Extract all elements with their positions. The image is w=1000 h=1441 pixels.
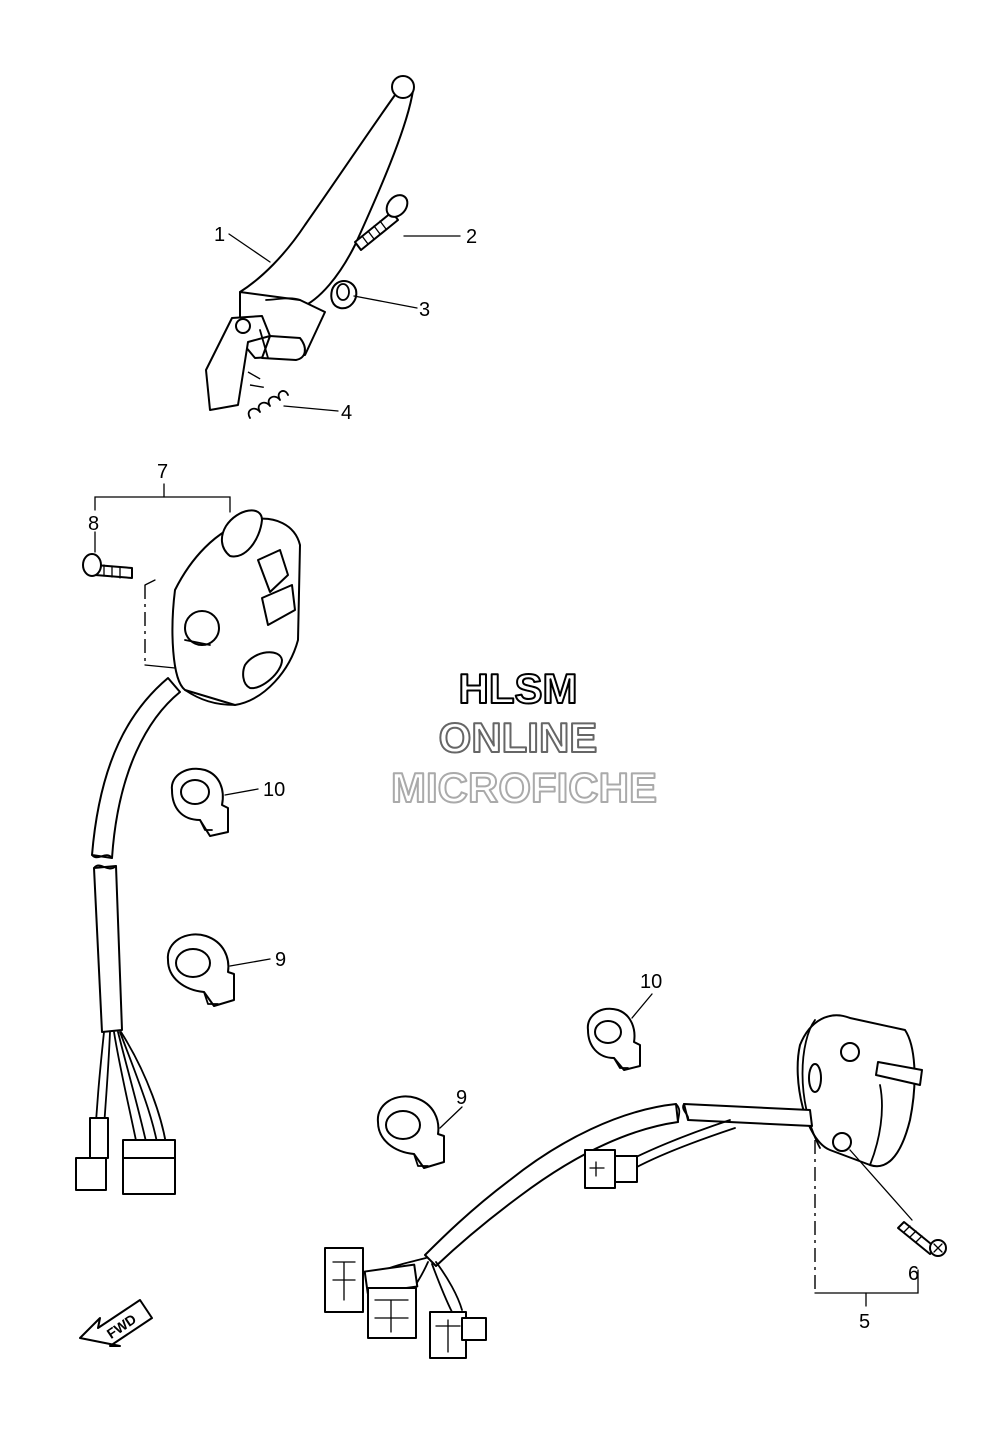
callout-5: 5: [859, 1311, 870, 1333]
callout-7: 7: [157, 461, 168, 483]
callout-leaders-lever: [228, 233, 461, 412]
left-handlebar-switch: [144, 509, 301, 706]
callout-4: 4: [341, 402, 352, 424]
spring: [247, 371, 289, 419]
callout-6: 6: [908, 1263, 919, 1285]
fwd-direction-arrow: FWD: [79, 1299, 153, 1347]
callout-labels: 1 2 3 4 5 6 7 8 9 9 10 10: [88, 224, 919, 1333]
bracket-7: [94, 483, 231, 553]
watermark-line-1: HLSM: [459, 665, 578, 712]
callout-10-left: 10: [263, 779, 285, 801]
clutch-lever: [205, 75, 415, 411]
wire-clamp-9-right: [376, 1095, 463, 1169]
right-handlebar-switch: [796, 1014, 923, 1307]
callout-10-right: 10: [640, 971, 662, 993]
callout-2: 2: [466, 226, 477, 248]
callout-9-left: 9: [275, 949, 286, 971]
callout-3: 3: [419, 299, 430, 321]
watermark: HLSM ONLINE MICROFICHE: [390, 664, 658, 812]
nut: [330, 280, 358, 310]
pivot-bolt: [354, 194, 409, 251]
left-wire-harness: [75, 677, 181, 1195]
watermark-line-3: MICROFICHE: [391, 764, 657, 811]
wire-clamp-10-left: [170, 767, 259, 837]
callout-9-right: 9: [456, 1087, 467, 1109]
right-switch-screw: [849, 1149, 947, 1257]
wire-clamp-10-right: [586, 993, 653, 1071]
callout-1: 1: [214, 224, 225, 246]
right-wire-harness: [324, 1103, 813, 1359]
switch-screw: [82, 553, 133, 579]
callout-8: 8: [88, 513, 99, 535]
wire-clamp-9-left: [166, 933, 271, 1007]
watermark-line-2: ONLINE: [439, 714, 598, 761]
